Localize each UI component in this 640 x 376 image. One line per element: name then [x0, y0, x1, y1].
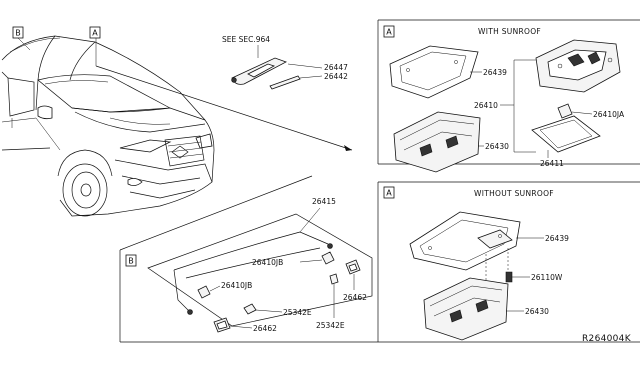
with-sunroof-panel: A WITH SUNROOF 26439 26410 26410JA 26411: [383, 25, 625, 173]
with-sunroof-callout-a: A: [386, 28, 392, 37]
label-26410JB-left: 26410JB: [221, 281, 252, 290]
label-26430-sunroof: 26430: [485, 142, 509, 151]
panel-b-callout: B: [128, 257, 134, 266]
without-sunroof-header: WITHOUT SUNROOF: [474, 189, 554, 198]
label-26415: 26415: [312, 197, 336, 206]
label-26442: 26442: [324, 72, 348, 81]
callout-a-label: A: [92, 29, 98, 38]
harness-wire-top: [173, 231, 329, 271]
label-26110W: 26110W: [531, 273, 563, 282]
mounting-frame-sunroof: [389, 45, 479, 99]
switch-25342E-bottom: [329, 273, 339, 285]
label-25342E-bottom: 25342E: [316, 321, 345, 330]
bulb-26410JB-top: [321, 251, 335, 265]
label-26439-no-sunroof: 26439: [545, 234, 569, 243]
label-26462-right: 26462: [343, 293, 367, 302]
label-26410JA: 26410JA: [593, 110, 625, 119]
sun-visor-group: SEE SEC.964 26447 26442: [222, 35, 348, 90]
without-sunroof-panel: A WITHOUT SUNROOF 26439 26110W 26430: [383, 186, 569, 341]
bulb-26410JB-left: [197, 285, 211, 299]
callout-a-on-vehicle: A: [89, 26, 101, 39]
diagram-reference-code: R264004K: [582, 334, 632, 344]
label-25342E-mid: 25342E: [283, 308, 312, 317]
label-26439-sunroof: 26439: [483, 68, 507, 77]
lamp-lens-sunroof: [531, 115, 601, 153]
visor-holder-part: [269, 75, 301, 90]
harness-wire-left: [173, 269, 191, 313]
label-26462-bottom: 26462: [253, 324, 277, 333]
mounting-frame-no-sunroof: [409, 211, 521, 271]
vehicle-illustration: [1, 35, 353, 217]
without-sunroof-callout-a: A: [386, 189, 392, 198]
retaining-clip: [505, 271, 513, 283]
label-26410JB-top: 26410JB: [252, 258, 283, 267]
see-sec-label: SEE SEC.964: [222, 35, 270, 44]
callout-b-on-vehicle: B: [12, 26, 24, 39]
callout-b-label: B: [15, 29, 21, 38]
console-base-sunroof: [393, 111, 481, 173]
switch-25342E-mid: [243, 303, 257, 315]
console-base-no-sunroof: [423, 277, 509, 341]
map-lamp-bulb: [557, 103, 573, 119]
harness-panel-b: B 26415 26410JB 26410JB 25342E 25342E: [125, 197, 373, 333]
label-26411: 26411: [540, 159, 564, 168]
label-26430-no-sunroof: 26430: [525, 307, 549, 316]
label-26410: 26410: [474, 101, 498, 110]
with-sunroof-header: WITH SUNROOF: [478, 27, 541, 36]
label-26447: 26447: [324, 63, 348, 72]
